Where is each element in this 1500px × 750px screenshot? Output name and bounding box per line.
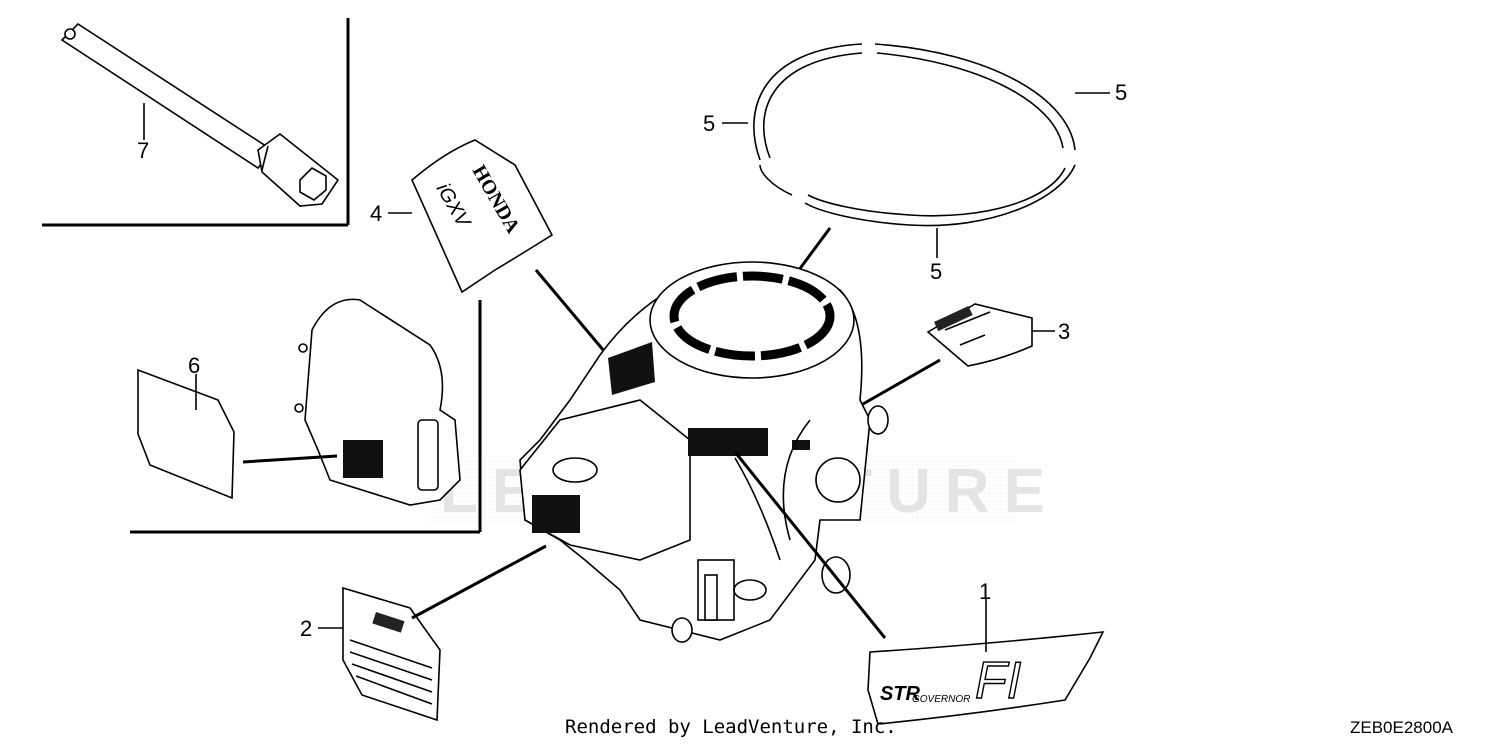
part-7-wrench[interactable] (60, 22, 340, 207)
leader-2-engine (411, 544, 547, 620)
diagram-code: ZEB0E2800A (1350, 718, 1454, 737)
decal-governor-top: STR (880, 683, 921, 705)
part-7-box (42, 18, 350, 227)
part-6-label[interactable] (137, 368, 235, 500)
callout-3: 3 (1058, 319, 1070, 344)
callout-5c: 5 (930, 259, 942, 284)
callout-2: 2 (300, 616, 312, 641)
callout-4: 4 (370, 201, 382, 226)
callout-5b: 5 (703, 111, 715, 136)
callout-7: 7 (137, 138, 149, 163)
decal-governor-bottom: GOVERNOR (912, 694, 970, 705)
callout-1: 1 (979, 579, 991, 604)
leader-1-engine (733, 451, 887, 639)
part-3-label[interactable] (926, 303, 1033, 367)
callout-5a: 5 (1115, 80, 1127, 105)
part-6-box (130, 300, 482, 534)
decal-fi-text: FI (975, 652, 1021, 710)
callout-6: 6 (188, 353, 200, 378)
leader-6-cover (242, 454, 338, 464)
part-2-label[interactable] (342, 586, 441, 722)
part-1-decal[interactable]: STR GOVERNOR FI (867, 631, 1105, 725)
rendered-by-credit: Rendered by LeadVenture, Inc. (565, 716, 897, 738)
part-4-decal[interactable]: HONDA iGXV (411, 139, 554, 294)
air-cleaner-cover (294, 298, 461, 506)
part-5-ring[interactable] (753, 43, 1076, 227)
engine-assembly (519, 261, 889, 643)
